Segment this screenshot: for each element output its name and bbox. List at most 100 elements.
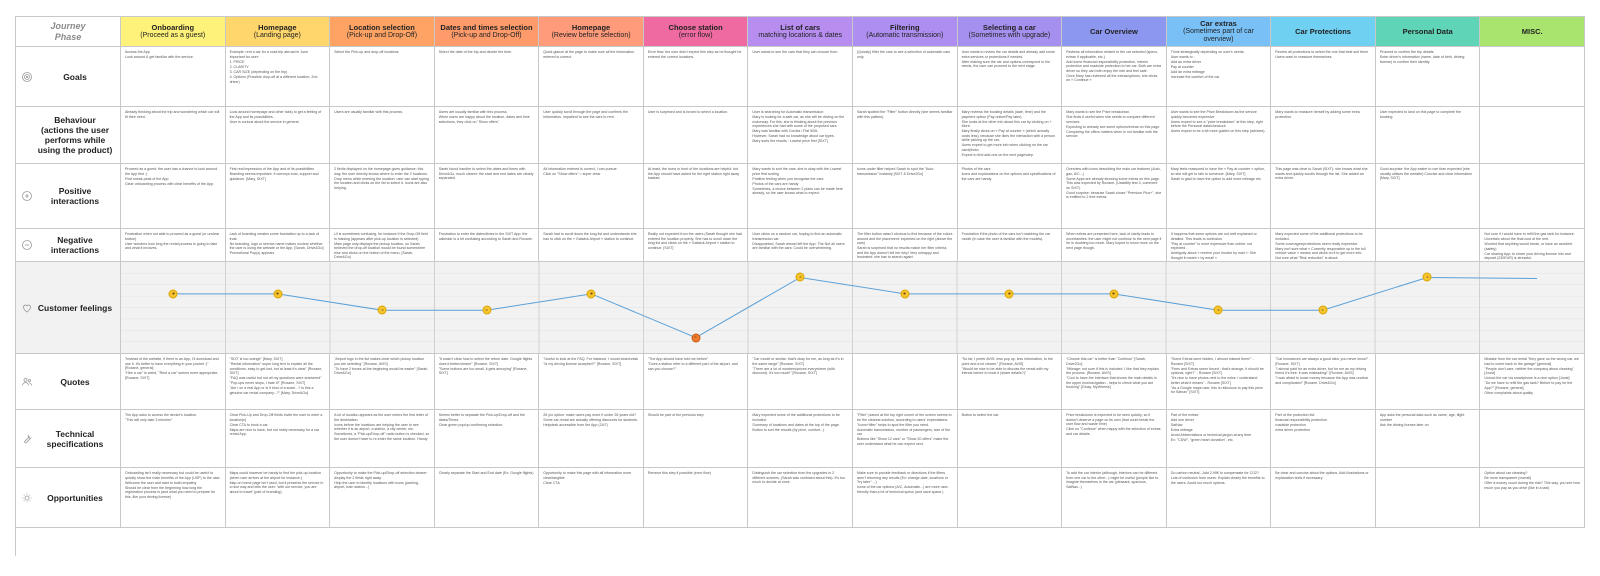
cell-text: Mary wants to reassure herself by adding… bbox=[1275, 110, 1360, 119]
row-label: Goals bbox=[16, 47, 121, 107]
cell-text: Quick glance at the page to make sure al… bbox=[543, 50, 635, 59]
cell-text: However, Sarah had no knowledge about ca… bbox=[752, 134, 835, 139]
cell-text: "Choose this car" is better than "Contin… bbox=[1066, 357, 1146, 366]
cell-text: "Useful to look at the FAQ. For instance… bbox=[543, 357, 639, 366]
behaviour-cell: Sarah spotted the "Filter" button direct… bbox=[852, 107, 958, 164]
cell-text: Click on "Continue" when happy with the … bbox=[1066, 427, 1161, 436]
phase-header: MISC. bbox=[1480, 17, 1585, 47]
goals-cell: Error flow: the user didn't expect this … bbox=[643, 47, 749, 107]
cell-text: "Icons+filter" helps to spot the filter … bbox=[856, 422, 929, 427]
cell-text: User expected to land on this page to co… bbox=[1379, 110, 1461, 119]
phase-header: Filtering(Automatic transmission) bbox=[852, 17, 958, 47]
cell-text: Option about car cleaning? bbox=[1484, 471, 1528, 475]
negative-cell: User clicks on a random car, hoping to f… bbox=[748, 229, 853, 262]
cell-text: User wants to see the cars that they can… bbox=[752, 50, 839, 54]
cell-text: Some coverages/protections seem really e… bbox=[1275, 241, 1358, 246]
phase-header: Onboarding(Proceed as a guest) bbox=[121, 17, 226, 47]
cell-text: Clearly separate the Start and End date … bbox=[438, 471, 534, 475]
cell-text: Access the App bbox=[125, 50, 150, 54]
cell-text: Helpdesk accessible from the App (24/7) bbox=[543, 422, 608, 427]
cell-text: Opportunity to make the Pick-up/Drop-off… bbox=[334, 471, 428, 480]
cell-text: Sarah is surprised that no results match… bbox=[856, 246, 948, 260]
row-label-text: Opportunities bbox=[47, 492, 103, 503]
cell-text: Add some financial responsibility protec… bbox=[1066, 59, 1162, 73]
behaviour-cell: Users are usually familiar with this pro… bbox=[330, 107, 435, 164]
cell-text: Expecting to already see some options/ex… bbox=[1066, 124, 1161, 129]
cell-text: Welcome the user and start to build empa… bbox=[125, 480, 197, 485]
cell-text: "Rental information" super long text to … bbox=[229, 362, 323, 376]
behaviour-cell: User wants to see the Price Breakdown as… bbox=[1166, 107, 1272, 164]
cell-text: Lots of confusion from users: Explain cl… bbox=[1170, 476, 1265, 485]
cell-text: User quickly scroll through the page and… bbox=[543, 110, 628, 119]
positive-cell: Sarah found handier to select the dates … bbox=[434, 164, 540, 229]
row-label: Technical specifications bbox=[16, 410, 121, 468]
cell-text: 2 fields displayed on the homepage gives… bbox=[334, 167, 428, 176]
cell-text: Unlock the car via smartphone is a nice … bbox=[1484, 376, 1570, 381]
goals-cell: User wants to see the cars that they can… bbox=[748, 47, 853, 107]
phase-title: Filtering bbox=[889, 22, 920, 32]
negative-cell: It happens that some options are not wel… bbox=[1166, 229, 1272, 262]
phase-subtitle: (Review before selection) bbox=[551, 31, 631, 39]
cell-text: User wants to review the car details and… bbox=[961, 50, 1055, 59]
cell-text: This page was clear to Sarah (SIXT): she… bbox=[1275, 167, 1368, 180]
row-label: Negative interactions bbox=[16, 229, 121, 262]
quotes-cell: "Instead of the website, if there is an … bbox=[121, 354, 226, 410]
opp-cell bbox=[1375, 468, 1481, 528]
feeling-emoji-icon bbox=[1318, 305, 1328, 315]
quotes-cell: "Airport logo in the list makes clear wh… bbox=[330, 354, 435, 410]
cell-text: "Some buttons are too small, it gets ann… bbox=[438, 366, 528, 376]
row-label-text: Negative interactions bbox=[50, 235, 100, 255]
cell-text: Sarah found handier to select the dates … bbox=[438, 167, 534, 180]
cell-text: Main page only displays the pickup locat… bbox=[334, 241, 426, 260]
cell-text: Other complaints about quality bbox=[1484, 390, 1533, 395]
cell-text: Enter driver's information (name, date o… bbox=[1379, 55, 1465, 64]
cell-text: "Do we have to refill the gas tank? Befo… bbox=[1484, 381, 1573, 390]
cell-text: Users expect to be a bit more guided on … bbox=[1170, 129, 1266, 134]
cell-text: Extra mileage bbox=[1170, 428, 1193, 433]
cell-text: When extras are presented here, lack of … bbox=[1066, 232, 1162, 250]
positive-cell: Good surprise: the App easier to use tha… bbox=[1375, 164, 1481, 229]
positive-cell: At least, the icons in front of the loca… bbox=[643, 164, 749, 229]
quotes-cell: "SIXT is too orange" [Mary, SIXT]"Rental… bbox=[225, 354, 331, 410]
phase-header: Selecting a car(Sometimes with upgrade) bbox=[957, 17, 1063, 47]
negative-cell: Sarah had to scroll down the long list a… bbox=[539, 229, 644, 262]
cell-text: extra driver protection bbox=[1275, 428, 1311, 433]
opp-cell: Remove this step if possible (error flow… bbox=[643, 468, 749, 528]
cell-text: roadside protection bbox=[1275, 423, 1306, 428]
cell-text: "Car insurances are always a good idea, … bbox=[1275, 357, 1369, 366]
opp-cell: Distinguish the car selection from the u… bbox=[748, 468, 853, 528]
cell-text: Car sharing App: to share your driving l… bbox=[1484, 251, 1571, 261]
cell-text: Should be clear from the beginning how l… bbox=[125, 485, 216, 499]
cell-text: "SIXT is too orange" [Mary, SIXT] bbox=[229, 357, 283, 361]
negative-cell: The filter button wasn't obvious to find… bbox=[852, 229, 958, 262]
cell-text: Make sure to provide feedback or directi… bbox=[856, 471, 948, 484]
opp-cell: Opportunity to make this page with all i… bbox=[539, 468, 644, 528]
cell-text: Sarah is glad to have the option to add … bbox=[1170, 176, 1262, 181]
cell-text: Mary was familiar with Corolla / Fiat 50… bbox=[752, 129, 819, 134]
cell-text: Select the date of the trip and decide t… bbox=[438, 50, 513, 54]
phase-title: Location selection bbox=[348, 22, 415, 32]
cell-text: Users expect to get more info when click… bbox=[961, 143, 1048, 152]
cell-text: Mary isn't sure what « Currently respons… bbox=[1275, 246, 1366, 256]
behaviour-cell: User expected to land on this page to co… bbox=[1375, 107, 1481, 164]
tech-cell: Button to select the car. bbox=[957, 410, 1063, 468]
opp-cell: Clearly separate the Start and End date … bbox=[434, 468, 540, 528]
quotes-cell: "Some Extras were hidden, I almost misse… bbox=[1166, 354, 1272, 410]
row-label: Quotes bbox=[16, 354, 121, 410]
cell-text: App asks the personal data such as name,… bbox=[1379, 413, 1465, 422]
goals-cell: Example: rent a car for a road-trip abro… bbox=[225, 47, 331, 107]
positive-cell: Mary wants to sort the cars: she is okay… bbox=[748, 164, 853, 229]
tech-cell: Clear Pick-Up and Drop-Off fields invite… bbox=[225, 410, 331, 468]
cell-text: Mary expected some of the additional pro… bbox=[752, 413, 840, 422]
goals-cell: Think strategically depending on user's … bbox=[1166, 47, 1272, 107]
cell-text: Remove this step if possible (error flow… bbox=[647, 471, 711, 475]
tech-cell: Price breakdown is expected to be seen q… bbox=[1062, 410, 1167, 468]
cell-text: Expect to find add-ons on the next page/… bbox=[961, 152, 1034, 157]
phase-header: Homepage(Landing page) bbox=[225, 17, 331, 47]
cell-text: Important for user: bbox=[229, 55, 259, 60]
opp-cell: Opportunity to make the Pick-up/Drop-off… bbox=[330, 468, 435, 528]
cell-text: Error flow: the user didn't expect this … bbox=[647, 50, 742, 59]
negative-cell: Really not expected from the users (Sara… bbox=[643, 229, 749, 262]
cell-text: Maps are nice to have, but not really ne… bbox=[229, 427, 320, 437]
